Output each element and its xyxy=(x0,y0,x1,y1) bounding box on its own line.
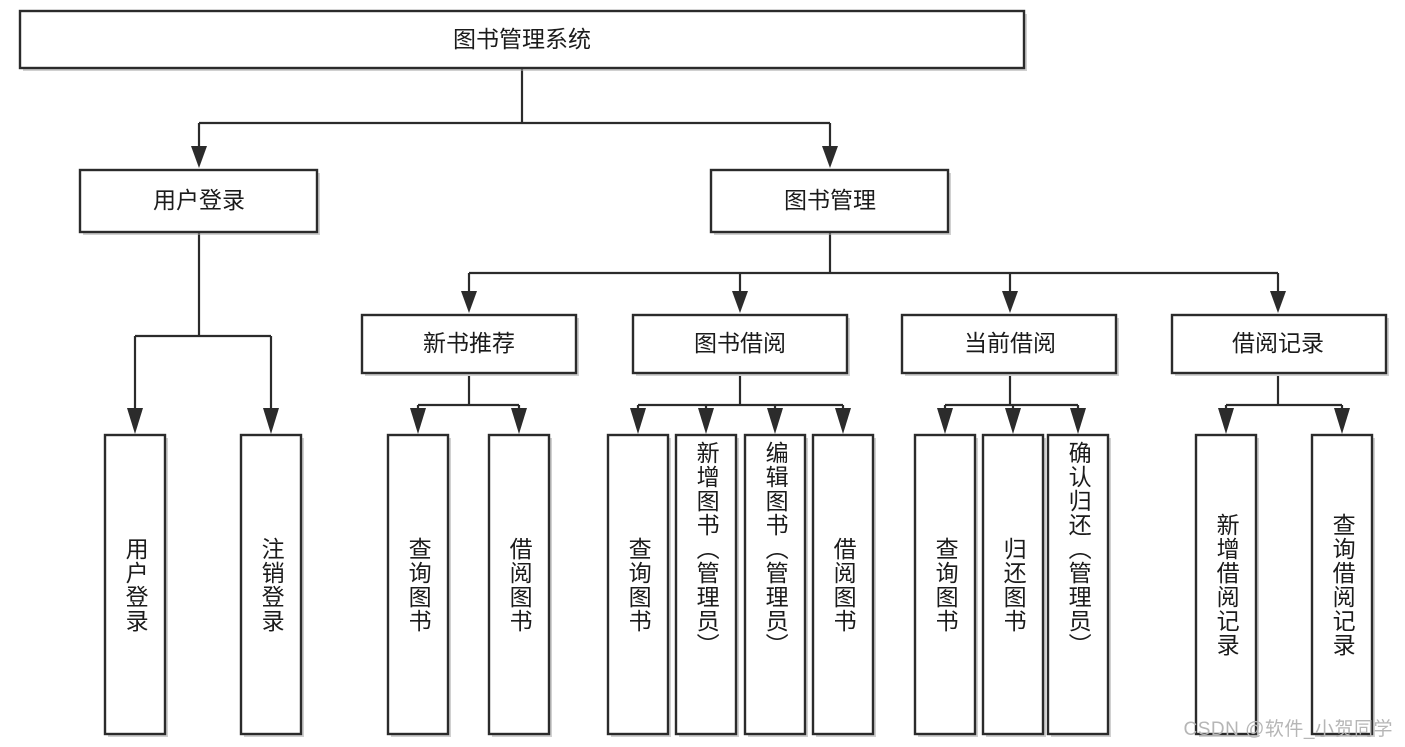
node-record-box[interactable] xyxy=(1170,313,1388,375)
arrow-to-leaf-edit-book xyxy=(767,408,783,434)
node-leaf-confirm-return-box[interactable] xyxy=(1046,433,1110,736)
arrow-to-borrow xyxy=(732,291,748,313)
node-bookmgmt-box[interactable] xyxy=(709,168,950,234)
node-login-label: 用户登录 xyxy=(153,187,245,213)
csdn-watermark: CSDN @软件_小贺同学 xyxy=(1183,719,1393,740)
node-leaf-add-record-box[interactable] xyxy=(1194,433,1258,736)
node-newbook-box[interactable] xyxy=(360,313,578,375)
arrow-to-leaf-borrow-book-1 xyxy=(511,408,527,434)
arrow-to-current xyxy=(1002,291,1018,313)
arrow-to-leaf-confirm-return xyxy=(1070,408,1086,434)
node-current-label: 当前借阅 xyxy=(964,330,1056,356)
arrow-to-bookmgmt xyxy=(822,146,838,168)
node-borrow-box[interactable] xyxy=(631,313,849,375)
arrow-to-leaf-return-book xyxy=(1005,408,1021,434)
node-leaf-query-record-box[interactable] xyxy=(1310,433,1374,736)
node-current-box[interactable] xyxy=(900,313,1118,375)
arrow-to-leaf-query-book-1 xyxy=(410,408,426,434)
arrow-to-leaf-borrow-book-2 xyxy=(835,408,851,434)
node-record-label: 借阅记录 xyxy=(1232,330,1324,356)
node-leaf-query-book-1-box[interactable] xyxy=(386,433,450,736)
arrow-to-login xyxy=(191,146,207,168)
node-layer: 图书管理系统 用户登录 图书管理 新书推荐 图书借阅 当前借阅 借阅记录 xyxy=(18,9,1389,737)
arrow-to-leaf-add-book xyxy=(698,408,714,434)
node-leaf-user-login-box[interactable] xyxy=(103,433,167,736)
node-root-box[interactable] xyxy=(18,9,1026,70)
arrow-to-newbook xyxy=(461,291,477,313)
arrow-to-leaf-add-record xyxy=(1218,408,1234,434)
arrow-to-leaf-query-book-3 xyxy=(937,408,953,434)
node-borrow-label: 图书借阅 xyxy=(694,330,786,356)
node-leaf-borrow-book-1-box[interactable] xyxy=(487,433,551,736)
node-leaf-edit-book-box[interactable] xyxy=(743,433,807,736)
node-leaf-query-book-3-box[interactable] xyxy=(913,433,977,736)
node-leaf-add-book-box[interactable] xyxy=(674,433,738,736)
arrow-to-leaf-user-logout xyxy=(263,408,279,434)
arrow-to-leaf-query-book-2 xyxy=(630,408,646,434)
node-leaf-query-book-2-box[interactable] xyxy=(606,433,670,736)
connector-layer xyxy=(127,69,1350,434)
node-bookmgmt-label: 图书管理 xyxy=(784,187,876,213)
arrow-to-leaf-user-login xyxy=(127,408,143,434)
node-newbook-label: 新书推荐 xyxy=(423,330,515,356)
arrow-to-record xyxy=(1270,291,1286,313)
node-login-box[interactable] xyxy=(78,168,319,234)
node-root-label: 图书管理系统 xyxy=(453,26,591,52)
node-leaf-return-book-box[interactable] xyxy=(981,433,1045,736)
node-leaf-borrow-book-2-box[interactable] xyxy=(811,433,875,736)
node-leaf-user-logout-box[interactable] xyxy=(239,433,303,736)
arrow-to-leaf-query-record xyxy=(1334,408,1350,434)
